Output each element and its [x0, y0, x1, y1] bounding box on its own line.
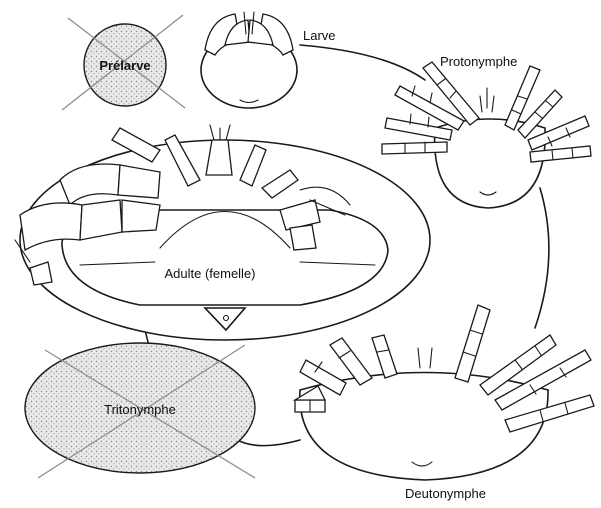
- connector-larve-protonymphe: [300, 45, 425, 80]
- deutonymphe-leg: [455, 305, 490, 382]
- stage-protonymphe: Protonymphe: [382, 54, 591, 208]
- deutonymphe-label: Deutonymphe: [405, 486, 486, 501]
- stage-tritonymphe: Tritonymphe: [25, 343, 255, 478]
- tritonymphe-label: Tritonymphe: [104, 402, 176, 417]
- stage-prelarve: Prélarve: [62, 15, 185, 110]
- adulte-leg: [290, 225, 316, 250]
- stage-larve: Larve: [201, 12, 336, 108]
- adulte-label: Adulte (femelle): [164, 266, 255, 281]
- connector-protonymphe-deutonymphe: [535, 188, 549, 328]
- protonymphe-label: Protonymphe: [440, 54, 517, 69]
- protonymphe-mouthparts: [480, 88, 494, 112]
- deutonymphe-mouthparts: [418, 348, 432, 368]
- adulte-leg: [122, 200, 160, 232]
- adulte-chelicerae: [210, 125, 230, 140]
- larve-label: Larve: [303, 28, 336, 43]
- stage-adulte: Adulte (femelle): [15, 125, 430, 340]
- deutonymphe-leg: [372, 335, 397, 378]
- stage-deutonymphe: Deutonymphe: [295, 305, 594, 501]
- prelarve-label: Prélarve: [99, 58, 150, 73]
- protonymphe-leg: [382, 142, 447, 154]
